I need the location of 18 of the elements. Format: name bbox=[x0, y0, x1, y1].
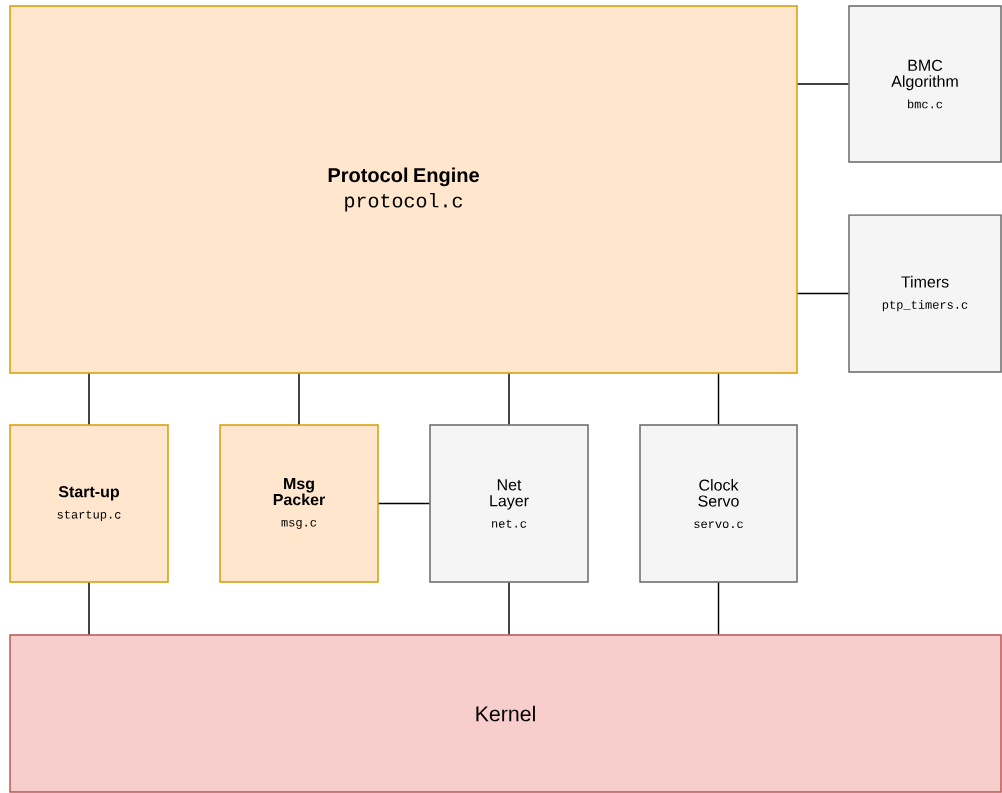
connector-line bbox=[88, 373, 90, 425]
module-box: BMC Algorithm bmc.c bbox=[848, 5, 1002, 163]
module-box: Start-up startup.c bbox=[9, 424, 169, 583]
connector-line bbox=[717, 582, 720, 635]
module-box: Msg Packer msg.c bbox=[219, 424, 379, 583]
connector-line bbox=[298, 373, 300, 425]
connector-line bbox=[717, 373, 720, 425]
module-box: Clock Servo servo.c bbox=[639, 424, 798, 583]
module-box: Net Layer net.c bbox=[429, 424, 589, 583]
connector-line bbox=[88, 582, 90, 635]
connector-line bbox=[797, 292, 849, 295]
connector-line bbox=[797, 83, 849, 85]
module-box: Timers ptp_timers.c bbox=[848, 214, 1002, 373]
connector-line bbox=[508, 373, 510, 425]
kernel-box: Kernel bbox=[9, 634, 1002, 793]
engine-box: Protocol Engine protocol.c bbox=[9, 5, 798, 374]
connector-line bbox=[508, 582, 510, 635]
connector-line bbox=[378, 502, 430, 505]
